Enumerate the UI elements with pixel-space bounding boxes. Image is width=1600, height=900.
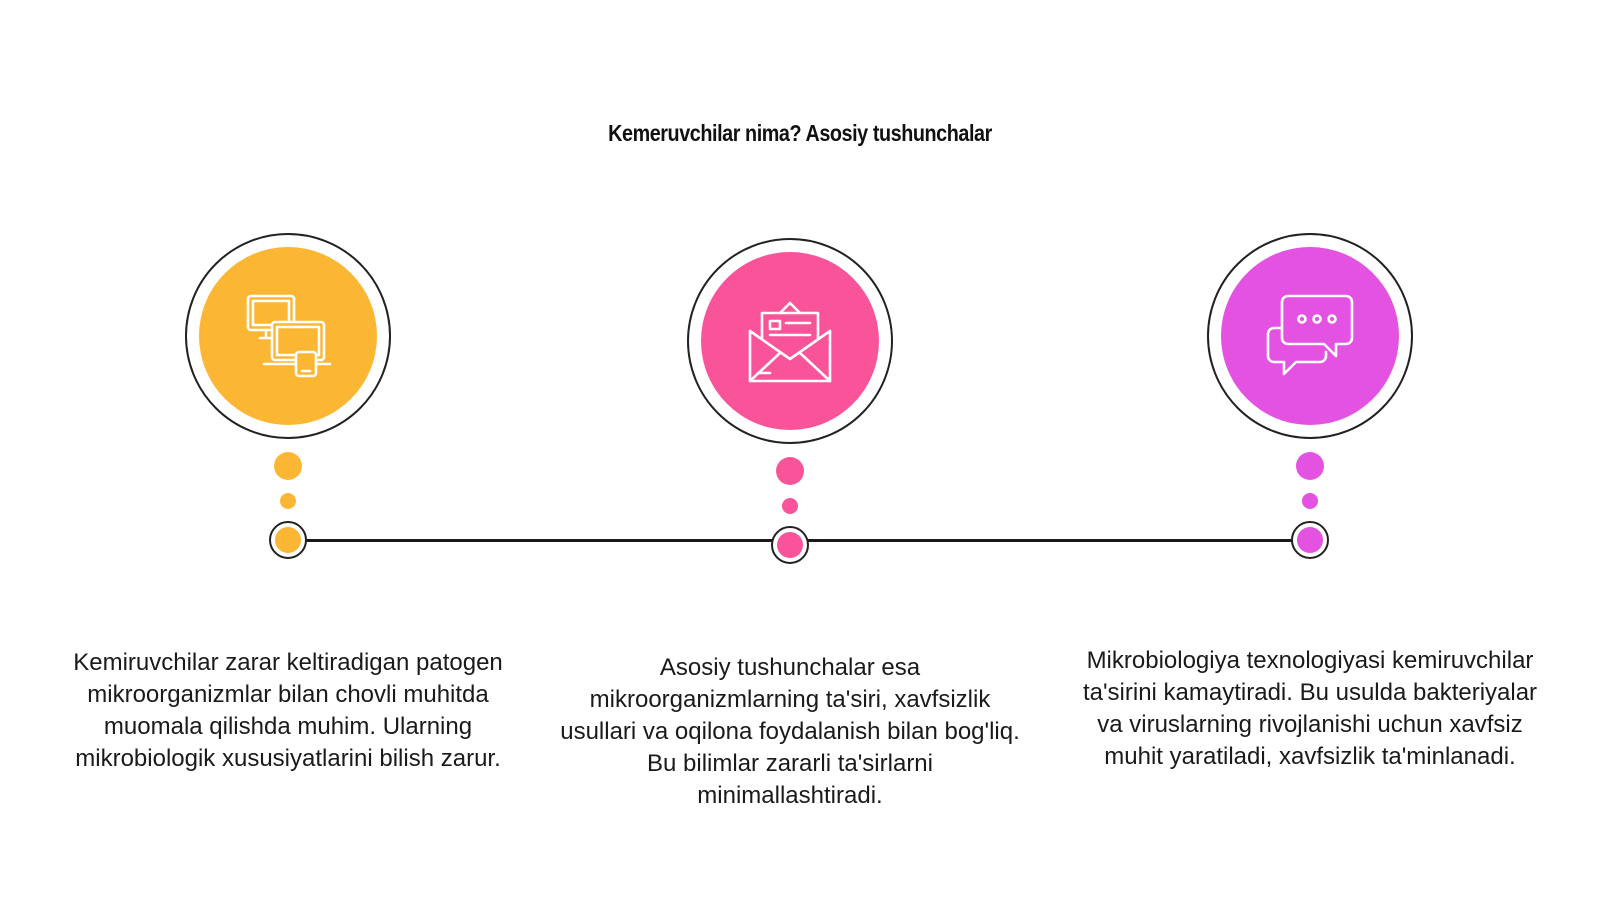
connector-dot-large xyxy=(274,452,302,480)
envelope-letter-icon xyxy=(748,301,832,383)
devices-icon xyxy=(246,294,332,378)
connector-dot-large xyxy=(1296,452,1324,480)
connector-dot-small xyxy=(1302,493,1318,509)
step-description: Mikrobiologiya texnologiyasi kemiruvchil… xyxy=(1082,647,1538,770)
page-title: Kemeruvchilar nima? Asosiy tushunchalar xyxy=(608,120,992,146)
icon-ring xyxy=(1207,233,1413,439)
connector-dot-small xyxy=(782,498,798,514)
connector-dot-large xyxy=(776,457,804,485)
timeline-node-fill xyxy=(275,527,301,553)
timeline-node-fill xyxy=(777,532,803,558)
connector-dot-small xyxy=(280,493,296,509)
icon-ring xyxy=(687,238,893,444)
chat-bubbles-icon xyxy=(1266,294,1354,376)
step-description: Kemiruvchilar zarar keltiradigan patogen… xyxy=(73,649,503,772)
step-description: Asosiy tushunchalar esa mikroorganizmlar… xyxy=(560,654,1020,809)
icon-disc xyxy=(1221,247,1399,425)
icon-ring xyxy=(185,233,391,439)
icon-disc xyxy=(701,252,879,430)
icon-disc xyxy=(199,247,377,425)
timeline-node-fill xyxy=(1297,527,1323,553)
